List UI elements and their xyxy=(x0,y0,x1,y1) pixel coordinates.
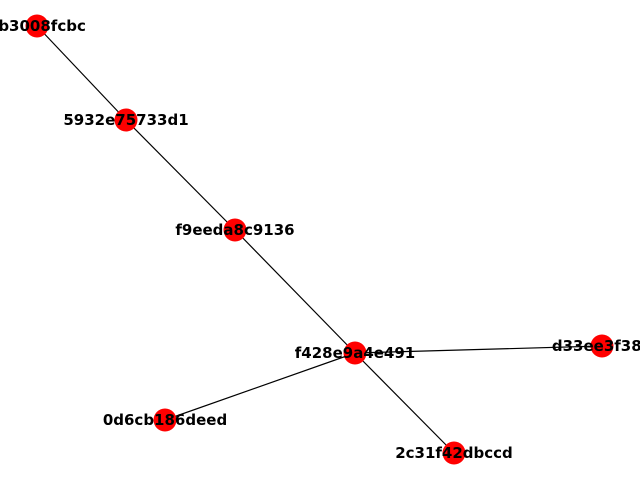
edge-eb3008fcbc-5932e75733d1 xyxy=(36,25,127,121)
edge-f428e9a4e491-d33ee3f386 xyxy=(354,345,603,354)
node-eb3008fcbc[interactable] xyxy=(25,14,49,38)
node-label-0d6cb186deed: 0d6cb186deed xyxy=(103,411,227,429)
node-f428e9a4e491[interactable] xyxy=(343,341,367,365)
node-2c31f42dbccd[interactable] xyxy=(442,441,466,465)
node-label-eb3008fcbc: eb3008fcbc xyxy=(0,17,86,35)
node-layer xyxy=(25,14,614,465)
edge-f428e9a4e491-0d6cb186deed xyxy=(164,352,356,421)
edge-5932e75733d1-f9eeda8c9136 xyxy=(125,119,236,231)
node-label-f9eeda8c9136: f9eeda8c9136 xyxy=(175,221,294,239)
edge-f428e9a4e491-2c31f42dbccd xyxy=(354,352,455,454)
node-d33ee3f386[interactable] xyxy=(590,334,614,358)
node-f9eeda8c9136[interactable] xyxy=(223,218,247,242)
node-label-f428e9a4e491: f428e9a4e491 xyxy=(295,344,416,362)
edge-f9eeda8c9136-f428e9a4e491 xyxy=(234,229,356,354)
node-label-2c31f42dbccd: 2c31f42dbccd xyxy=(395,444,513,462)
label-layer: eb3008fcbc 5932e75733d1 f9eeda8c9136 f428e9… xyxy=(0,17,640,462)
node-0d6cb186deed[interactable] xyxy=(153,408,177,432)
node-label-d33ee3f386: d33ee3f386 xyxy=(552,337,640,355)
edge-layer xyxy=(36,25,603,454)
node-label-5932e75733d1: 5932e75733d1 xyxy=(63,111,188,129)
node-5932e75733d1[interactable] xyxy=(114,108,138,132)
